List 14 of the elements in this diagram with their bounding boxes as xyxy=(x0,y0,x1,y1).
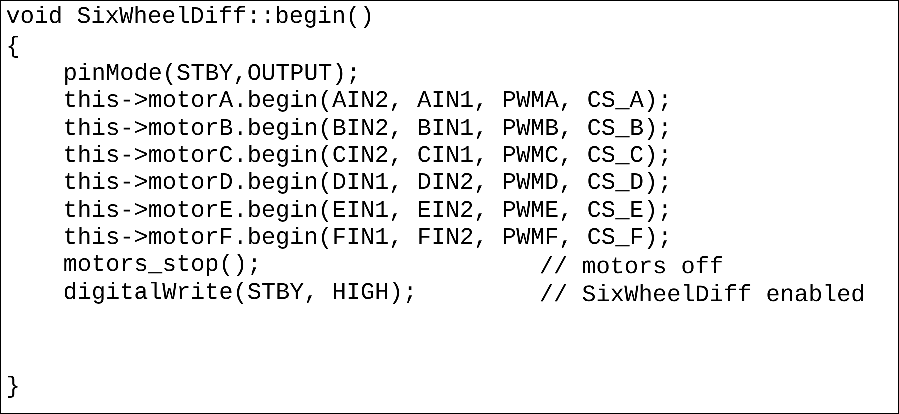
code-line: this->motorA.begin(AIN2, AIN1, PWMA, CS_A); xyxy=(66,90,668,112)
code-line: digitalWrite(STBY, HIGH); xyxy=(65,282,412,304)
code-line: motors_stop(); xyxy=(64,254,257,276)
code-line: this->motorC.begin(CIN2, CIN1, PWMC, CS_C); xyxy=(66,144,668,167)
code-line: this->motorB.begin(BIN2, BIN1, PWMB, CS_B); xyxy=(66,118,668,140)
code-line: this->motorE.begin(EIN1, EIN2, PWME, CS_E); xyxy=(66,200,668,222)
code-line: } xyxy=(8,376,18,398)
code-line: void SixWheelDiff::begin() xyxy=(7,6,370,28)
code-line: pinMode(STBY,OUTPUT); xyxy=(65,62,356,85)
code-comment: // motors off xyxy=(540,256,722,274)
code-comment: // SixWheelDiff enabled xyxy=(540,284,864,302)
code-line: { xyxy=(8,36,18,58)
code-line: this->motorF.begin(FIN1, FIN2, PWMF, CS_F); xyxy=(66,226,668,249)
code-line: this->motorD.begin(DIN1, DIN2, PWMD, CS_D); xyxy=(66,172,668,194)
